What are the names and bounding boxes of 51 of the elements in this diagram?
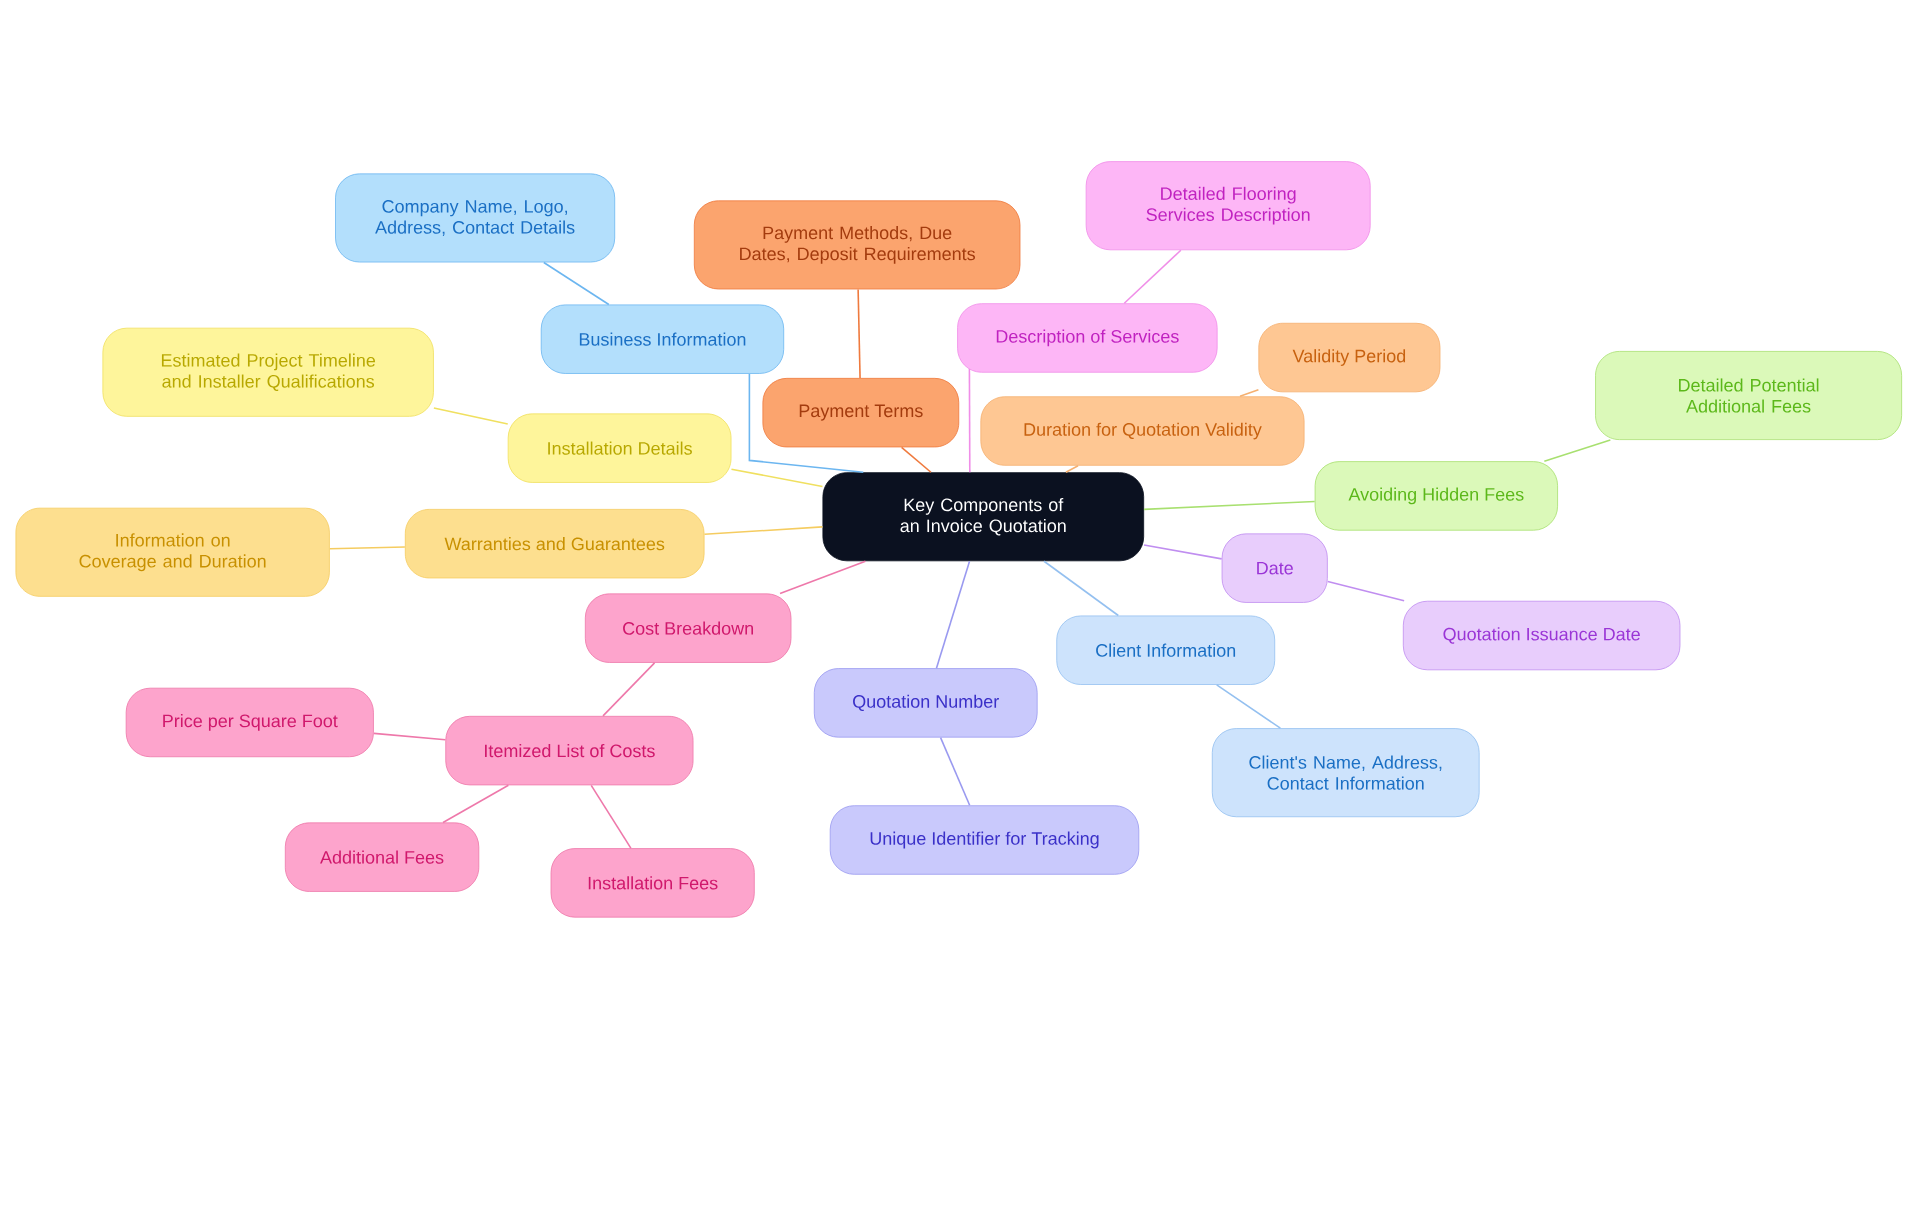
connector-line xyxy=(1143,544,1223,560)
connector-line xyxy=(442,784,510,824)
connector-line xyxy=(1123,249,1182,305)
central-topic-box: Key Components of an Invoice Quotation xyxy=(822,472,1145,562)
topic-box: Date xyxy=(1221,533,1328,603)
connector-line xyxy=(935,560,971,670)
topic-box: Estimated Project Timeline and Installer Qualifications xyxy=(102,327,434,417)
connector-line xyxy=(939,736,971,807)
topic-box: Unique Identifier for Tracking xyxy=(829,805,1140,875)
topic-box: Information on Coverage and Duration xyxy=(15,507,330,597)
connector-line xyxy=(730,468,824,488)
topic-box: Company Name, Logo, Address, Contact Details xyxy=(335,173,616,263)
connector-line xyxy=(602,662,656,717)
connector-line xyxy=(1215,684,1282,730)
topic-box: Avoiding Hidden Fees xyxy=(1314,461,1558,531)
topic-box: Payment Terms xyxy=(762,378,960,448)
topic-box: Client's Name, Address, Contact Information xyxy=(1211,728,1480,818)
connector-line xyxy=(748,373,865,474)
connector-line xyxy=(857,288,861,379)
topic-box: Description of Services xyxy=(957,303,1218,373)
connector-line xyxy=(703,526,824,536)
topic-box: Itemized List of Costs xyxy=(445,716,694,786)
topic-box: Cost Breakdown xyxy=(584,593,792,663)
topic-box: Validity Period xyxy=(1258,323,1441,393)
connector-line xyxy=(968,368,971,474)
topic-box: Installation Details xyxy=(507,413,732,483)
connector-line xyxy=(329,546,406,550)
connector-line xyxy=(1239,389,1260,398)
topic-box: Quotation Number xyxy=(813,668,1038,738)
topic-box: Installation Fees xyxy=(550,848,755,918)
topic-box: Payment Methods, Due Dates, Deposit Requirements xyxy=(693,200,1021,290)
connector-line xyxy=(1326,580,1405,602)
topic-box: Additional Fees xyxy=(284,822,480,892)
connector-line xyxy=(900,446,932,474)
topic-box: Client Information xyxy=(1056,615,1276,686)
topic-box: Detailed Potential Additional Fees xyxy=(1595,351,1903,441)
connector-line xyxy=(779,560,867,595)
topic-box: Warranties and Guarantees xyxy=(404,509,705,579)
connector-line xyxy=(1143,500,1316,511)
topic-box: Business Information xyxy=(540,304,785,375)
connector-line xyxy=(1043,560,1120,617)
topic-box: Detailed Flooring Services Description xyxy=(1085,161,1371,251)
connector-line xyxy=(433,407,509,425)
topic-box: Quotation Issuance Date xyxy=(1402,600,1681,671)
connector-line xyxy=(373,732,447,741)
topic-box: Price per Square Foot xyxy=(125,687,374,758)
topic-box: Duration for Quotation Validity xyxy=(980,396,1305,466)
connector-line xyxy=(1543,439,1612,463)
connector-line xyxy=(543,261,610,306)
connector-line xyxy=(590,784,632,850)
connector-line xyxy=(1065,465,1079,474)
